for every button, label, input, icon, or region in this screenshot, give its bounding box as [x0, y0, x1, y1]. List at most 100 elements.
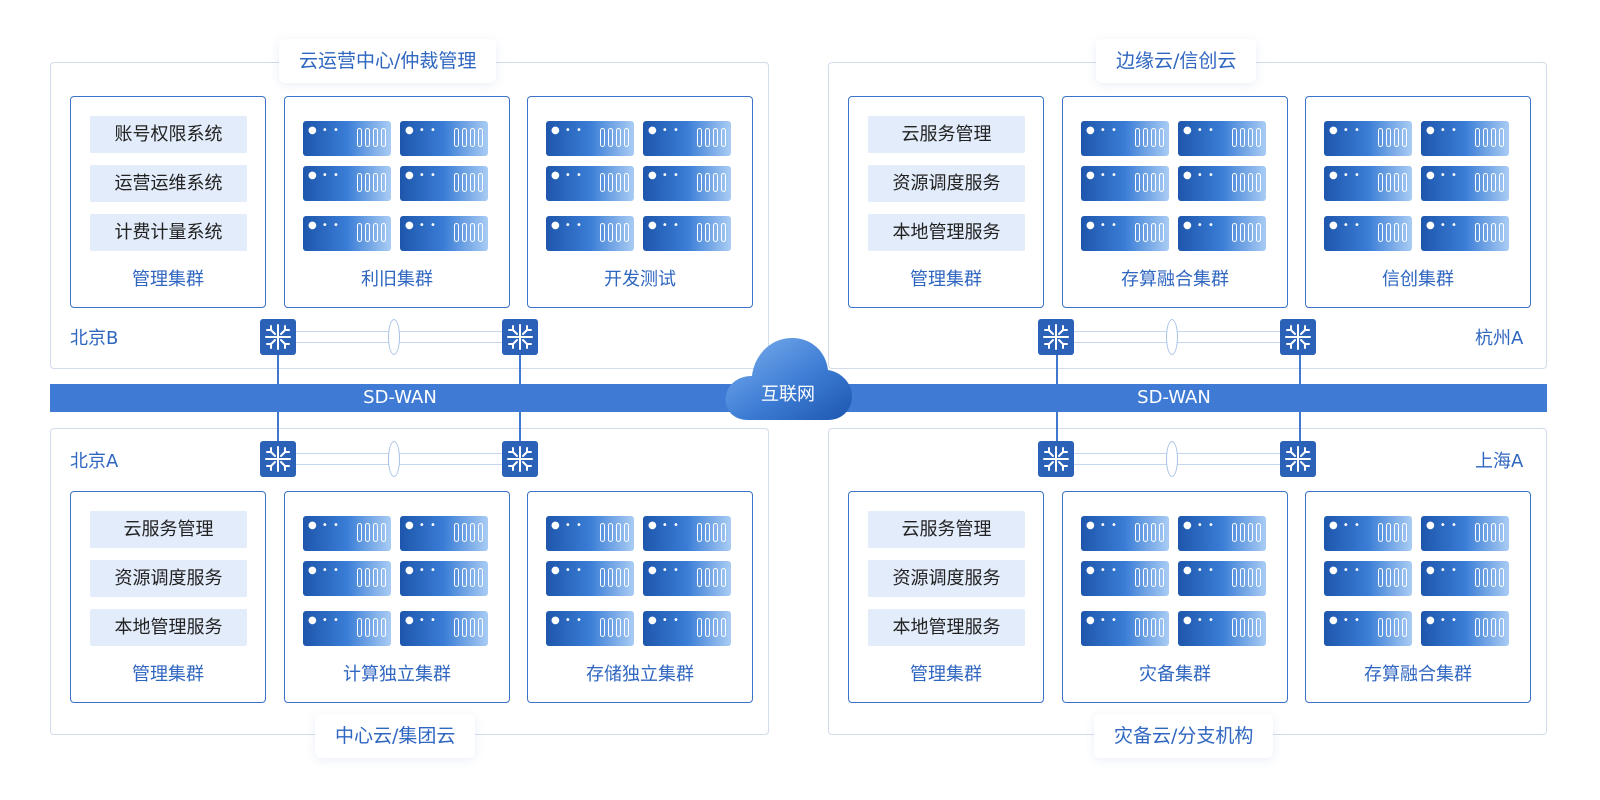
sd-wan-label-left: SD-WAN [363, 387, 437, 408]
service-item: 本地管理服务 [868, 214, 1025, 251]
cluster-name: 计算独立集群 [343, 664, 451, 685]
switch-icon [260, 319, 296, 355]
server-icon: ● • • [1178, 561, 1266, 596]
switch-icon [1038, 441, 1074, 477]
server-icon: ● • • [1081, 216, 1169, 251]
link-aggregation-icon [388, 441, 400, 477]
service-item: 本地管理服务 [868, 609, 1025, 646]
server-cluster: ● • • ● • • ● • • ● • • ● • • ● • • 存算融合集群 [1305, 491, 1531, 703]
cluster-name: 开发测试 [604, 269, 676, 290]
server-icon: ● • • [1178, 121, 1266, 156]
server-icon: ● • • [643, 121, 731, 156]
server-icon: ● • • [546, 561, 634, 596]
cluster-name: 信创集群 [1382, 269, 1454, 290]
site-label-bottom-left: 北京A [70, 451, 119, 472]
server-icon: ● • • [1178, 516, 1266, 551]
region-label-bottom-right: 灾备云/分支机构 [1094, 714, 1274, 758]
server-icon: ● • • [303, 216, 391, 251]
switch-icon [502, 441, 538, 477]
server-icon: ● • • [1324, 166, 1412, 201]
server-cluster: ● • • ● • • ● • • ● • • ● • • ● • • 存算融合集群 [1062, 96, 1288, 308]
server-icon: ● • • [1324, 216, 1412, 251]
switch-icon [1280, 441, 1316, 477]
cluster-name: 灾备集群 [1139, 664, 1211, 685]
server-icon: ● • • [303, 166, 391, 201]
sd-wan-label-right: SD-WAN [1137, 387, 1211, 408]
server-icon: ● • • [546, 166, 634, 201]
server-icon: ● • • [1081, 121, 1169, 156]
switch-icon [1038, 319, 1074, 355]
cluster-name: 存算融合集群 [1121, 269, 1229, 290]
cluster-name: 存储独立集群 [586, 664, 694, 685]
server-icon: ● • • [1421, 516, 1509, 551]
server-icon: ● • • [643, 561, 731, 596]
internet-label: 互联网 [761, 384, 815, 405]
region-label-top-left: 云运营中心/仲裁管理 [279, 39, 497, 83]
service-item: 账号权限系统 [90, 116, 247, 153]
cloud-icon: 互联网 [722, 336, 854, 424]
server-icon: ● • • [1421, 216, 1509, 251]
server-icon: ● • • [546, 216, 634, 251]
server-icon: ● • • [1324, 561, 1412, 596]
link-aggregation-icon [388, 319, 400, 355]
region-label-bottom-left: 中心云/集团云 [315, 714, 476, 758]
server-icon: ● • • [303, 611, 391, 646]
site-label-top-right: 杭州A [1475, 328, 1524, 349]
server-icon: ● • • [1081, 561, 1169, 596]
server-icon: ● • • [1324, 611, 1412, 646]
sd-wan-bar-right [830, 384, 1547, 412]
service-item: 资源调度服务 [90, 560, 247, 597]
server-icon: ● • • [303, 561, 391, 596]
server-icon: ● • • [643, 611, 731, 646]
server-icon: ● • • [303, 516, 391, 551]
server-icon: ● • • [1421, 611, 1509, 646]
server-icon: ● • • [1324, 121, 1412, 156]
server-icon: ● • • [1178, 611, 1266, 646]
server-cluster: ● • •● • •● • •● • •● • •● • •灾备集群 [1062, 491, 1288, 703]
management-cluster: 云服务管理资源调度服务本地管理服务管理集群 [848, 491, 1044, 703]
server-icon: ● • • [1081, 516, 1169, 551]
server-icon: ● • • [400, 121, 488, 156]
server-icon: ● • • [1421, 561, 1509, 596]
service-item: 计费计量系统 [90, 214, 247, 251]
server-icon: ● • • [546, 611, 634, 646]
server-cluster: ● • •● • •● • •● • •● • •● • •存储独立集群 [527, 491, 753, 703]
server-cluster: ● • •● • •● • •● • •● • •● • •开发测试 [527, 96, 753, 308]
service-item: 资源调度服务 [868, 560, 1025, 597]
management-cluster: 账号权限系统运营运维系统计费计量系统管理集群 [70, 96, 266, 308]
cluster-name: 存算融合集群 [1364, 664, 1472, 685]
switch-icon [260, 441, 296, 477]
management-cluster: 云服务管理资源调度服务本地管理服务管理集群 [70, 491, 266, 703]
link-aggregation-icon [1166, 319, 1178, 355]
service-item: 资源调度服务 [868, 165, 1025, 202]
server-icon: ● • • [400, 216, 488, 251]
server-icon: ● • • [1324, 516, 1412, 551]
server-icon: ● • • [1421, 121, 1509, 156]
sd-wan-bar-left [50, 384, 750, 412]
site-label-bottom-right: 上海A [1475, 451, 1524, 472]
server-icon: ● • • [400, 516, 488, 551]
server-icon: ● • • [303, 121, 391, 156]
server-cluster: ● • • ● • • ● • • ● • • ● • • ● • • 计算独立集群 [284, 491, 510, 703]
cluster-name: 管理集群 [132, 269, 204, 290]
link-aggregation-icon [1166, 441, 1178, 477]
server-icon: ● • • [400, 611, 488, 646]
server-icon: ● • • [1081, 166, 1169, 201]
region-label-top-right: 边缘云/信创云 [1096, 39, 1257, 83]
service-item: 运营运维系统 [90, 165, 247, 202]
cluster-name: 管理集群 [910, 664, 982, 685]
service-item: 云服务管理 [868, 511, 1025, 548]
server-icon: ● • • [400, 561, 488, 596]
service-item: 本地管理服务 [90, 609, 247, 646]
server-icon: ● • • [546, 121, 634, 156]
server-icon: ● • • [546, 516, 634, 551]
server-icon: ● • • [1178, 216, 1266, 251]
cluster-name: 利旧集群 [361, 269, 433, 290]
service-item: 云服务管理 [90, 511, 247, 548]
switch-icon [502, 319, 538, 355]
server-cluster: ● • •● • •● • •● • •● • •● • •利旧集群 [284, 96, 510, 308]
server-icon: ● • • [643, 216, 731, 251]
server-icon: ● • • [1178, 166, 1266, 201]
switch-icon [1280, 319, 1316, 355]
server-icon: ● • • [1421, 166, 1509, 201]
